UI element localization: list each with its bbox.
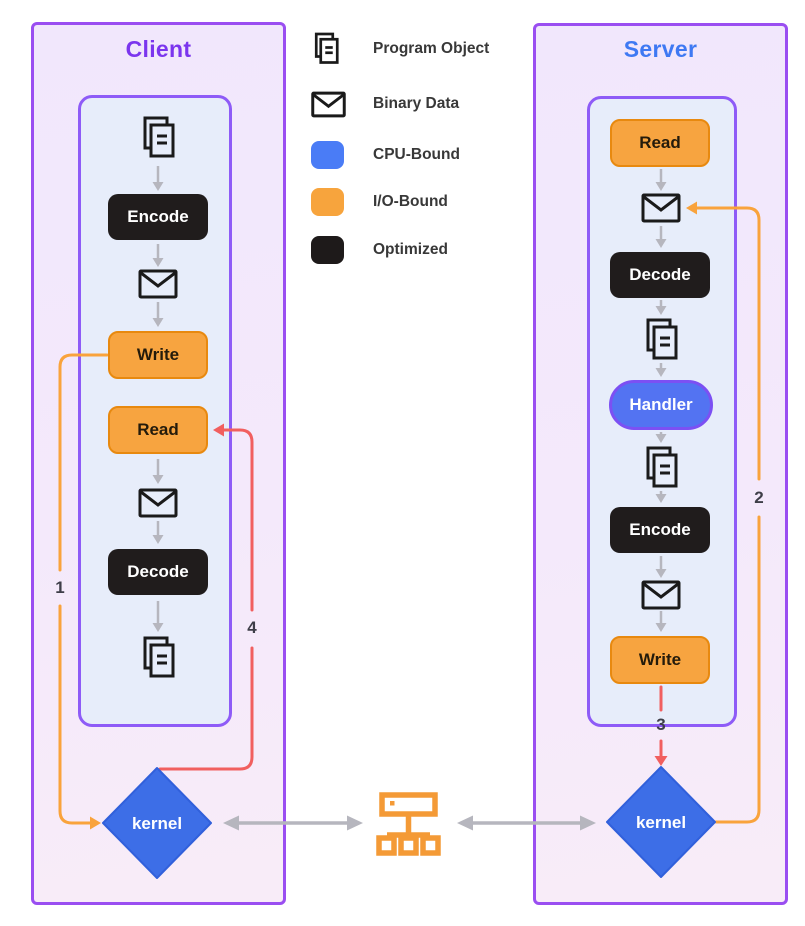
step-2-label: 2 — [754, 488, 764, 507]
binary-data-icon — [138, 269, 178, 299]
legend-label: Optimized — [373, 241, 448, 258]
legend-label: Program Object — [373, 40, 490, 57]
legend-label: Binary Data — [373, 95, 460, 112]
server-read-box: Read — [610, 119, 710, 167]
optimized-swatch — [311, 236, 355, 264]
client-write-box: Write — [108, 331, 208, 379]
binary-data-icon — [641, 580, 681, 610]
program-object-icon — [311, 32, 355, 66]
server-write-box: Write — [610, 636, 710, 684]
server-encode-box: Encode — [610, 507, 710, 553]
legend-label: I/O-Bound — [373, 193, 448, 210]
cpu-bound-swatch — [311, 141, 355, 169]
legend-item-binary-data: Binary Data — [311, 87, 459, 121]
client-title: Client — [125, 36, 192, 62]
program-object-icon — [641, 318, 681, 362]
program-object-icon — [641, 446, 681, 490]
client-kernel-label: kernel — [131, 814, 183, 833]
step-1-label: 1 — [55, 578, 65, 597]
legend-item-io-bound: I/O-Bound — [311, 185, 448, 219]
client-decode-box: Decode — [108, 549, 208, 595]
legend-item-cpu-bound: CPU-Bound — [311, 138, 460, 172]
client-read-box: Read — [108, 406, 208, 454]
binary-data-icon — [311, 91, 355, 118]
step-3-label: 3 — [656, 715, 666, 734]
client-encode-box: Encode — [108, 194, 208, 240]
legend-item-program-object: Program Object — [311, 32, 489, 66]
binary-data-icon — [138, 488, 178, 518]
server-handler-pill: Handler — [609, 380, 713, 430]
io-bound-swatch — [311, 188, 355, 216]
program-object-icon — [138, 636, 178, 680]
server-kernel-label: kernel — [635, 813, 687, 832]
server-title: Server — [623, 36, 698, 62]
server-decode-box: Decode — [610, 252, 710, 298]
legend-label: CPU-Bound — [373, 146, 460, 163]
binary-data-icon — [641, 193, 681, 223]
program-object-icon — [138, 116, 178, 160]
step-4-label: 4 — [247, 618, 257, 637]
legend-item-optimized: Optimized — [311, 233, 448, 267]
network-icon — [376, 792, 441, 856]
